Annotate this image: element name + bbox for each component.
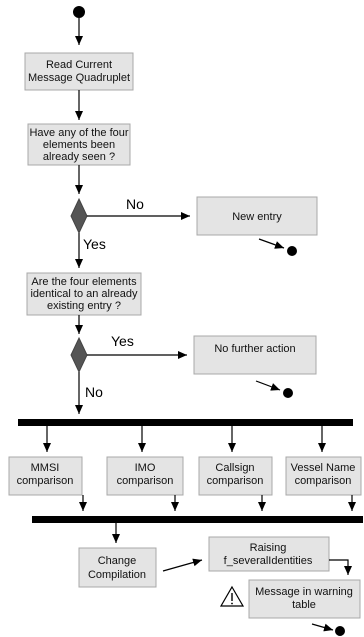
node-seen-line-1: Have any of the four	[29, 127, 128, 139]
edge-new-entry-end	[258, 238, 285, 249]
decision-2-diamond	[70, 336, 88, 374]
end-node-3	[335, 626, 345, 636]
node-vessel-line-2: comparison	[295, 475, 352, 487]
node-callsign-line-1: Callsign	[215, 462, 254, 474]
node-read: Read Current Message Quadruplet	[24, 52, 134, 91]
node-vessel-line-1: Vessel Name	[291, 462, 356, 474]
node-identical-line-2: identical to an already	[30, 288, 138, 300]
node-seen: Have any of the four elements been alrea…	[27, 123, 131, 166]
node-read-line-2: Message Quadruplet	[28, 72, 130, 84]
node-change-line-2: Compilation	[88, 569, 146, 581]
node-mmsi-line-2: comparison	[17, 475, 74, 487]
node-mmsi: MMSI comparison	[8, 456, 83, 496]
node-warning: Message in warning table	[248, 579, 361, 619]
node-new-entry-label: New entry	[232, 211, 282, 223]
node-no-action: No further action	[193, 335, 317, 375]
edge-warning-end	[311, 623, 334, 632]
node-callsign: Callsign comparison	[198, 456, 273, 496]
node-new-entry: New entry	[196, 196, 318, 236]
join-bar	[32, 516, 363, 523]
node-warning-line-1: Message in warning	[255, 586, 353, 598]
end-node-2	[283, 388, 293, 398]
node-seen-line-2: elements been	[43, 139, 115, 151]
node-callsign-line-2: comparison	[207, 475, 264, 487]
label-yes-1: Yes	[83, 236, 106, 252]
label-no-1: No	[126, 196, 144, 212]
node-seen-line-3: already seen ?	[43, 151, 115, 163]
fork-bar	[18, 419, 353, 426]
node-no-action-label: No further action	[214, 343, 295, 355]
node-vessel: Vessel Name comparison	[285, 456, 362, 496]
node-identical-line-3: existing entry ?	[47, 300, 121, 312]
node-read-line-1: Read Current	[46, 59, 112, 71]
label-no-2: No	[85, 384, 103, 400]
node-change-line-1: Change	[98, 555, 137, 567]
node-identical: Are the four elements identical to an al…	[26, 272, 142, 316]
end-node-1	[287, 246, 297, 256]
label-yes-2: Yes	[111, 333, 134, 349]
edge-change-raising	[162, 558, 203, 572]
edge-raising-warning	[329, 559, 352, 575]
warning-icon	[219, 585, 245, 607]
node-raising-line-2: f_severalIdentities	[224, 555, 313, 567]
node-mmsi-line-1: MMSI	[31, 462, 60, 474]
node-raising-line-1: Raising	[250, 542, 287, 554]
node-change: Change Compilation	[78, 547, 157, 588]
node-imo-line-2: comparison	[117, 475, 174, 487]
node-identical-line-1: Are the four elements	[31, 276, 137, 288]
edge-no-action-end	[255, 380, 281, 391]
start-node	[73, 6, 85, 18]
node-warning-line-2: table	[292, 599, 316, 611]
node-raising: Raising f_severalIdentities	[208, 536, 330, 572]
node-imo: IMO comparison	[106, 456, 184, 496]
decision-1-diamond	[70, 197, 88, 235]
node-imo-line-1: IMO	[135, 462, 156, 474]
